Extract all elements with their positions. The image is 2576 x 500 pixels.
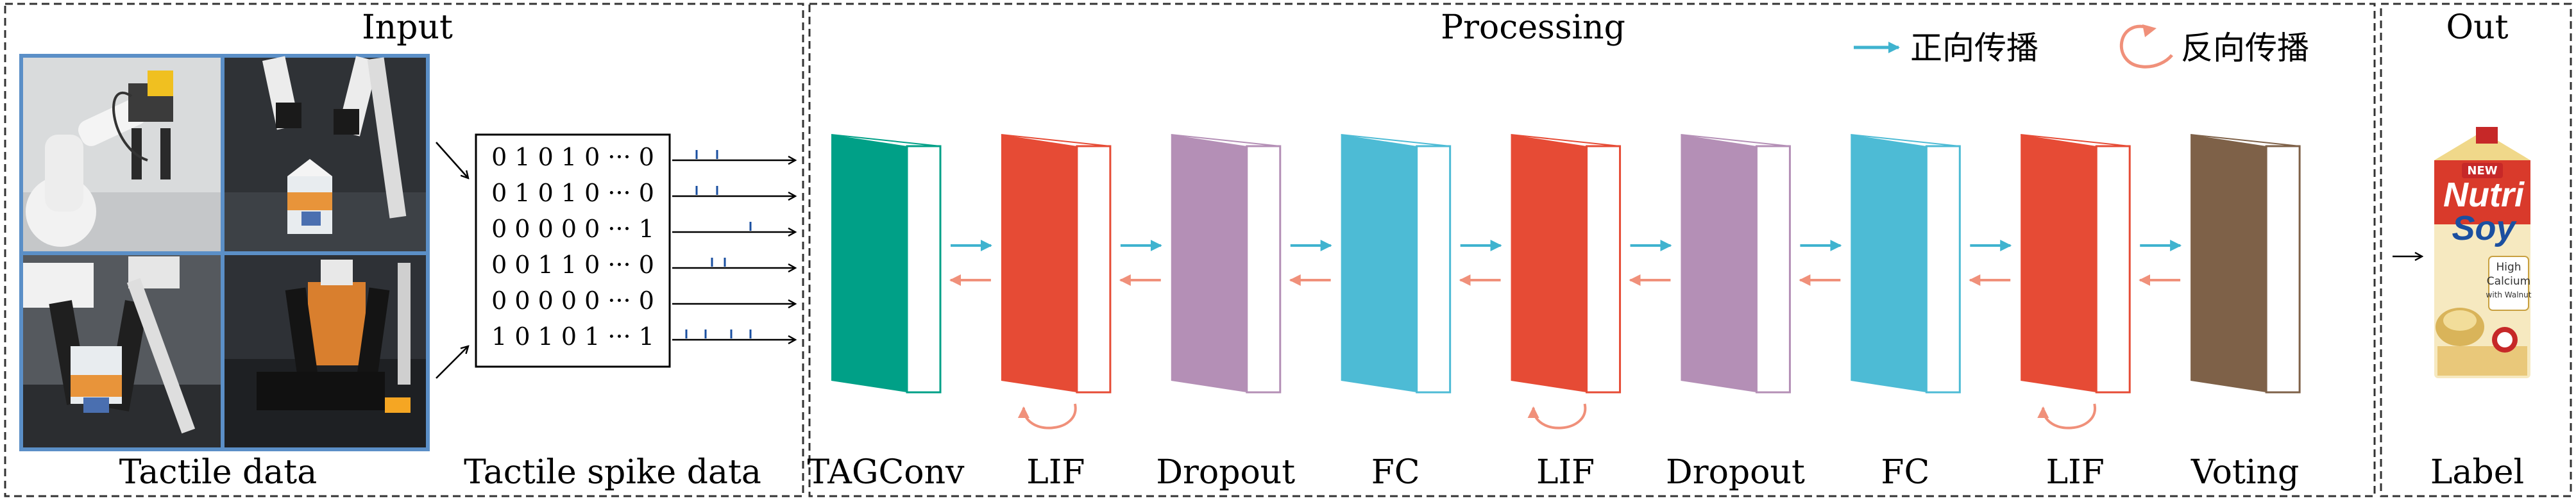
layer-front-face <box>1511 135 1587 392</box>
spike-trains <box>672 150 795 340</box>
layer-label: Voting <box>2190 453 2299 492</box>
output-label: Label <box>2430 453 2524 492</box>
layer-side-face <box>2095 145 2131 394</box>
spike-row-text: 0 1 0 1 0 ··· 0 <box>491 143 654 171</box>
out-title: Out <box>2446 8 2508 47</box>
lif-recurrent-loop <box>1017 403 1077 429</box>
brand-line2: Soy <box>2452 209 2517 247</box>
layer-label: TAGConv <box>808 453 965 492</box>
photo-to-spike-arrow-top <box>436 142 468 178</box>
layer-top-edge <box>1341 134 1450 147</box>
input-section-frame <box>4 3 804 497</box>
layer-side-face <box>1925 145 1961 394</box>
layer-label: LIF <box>1536 453 1595 492</box>
layer-block <box>1171 134 1282 394</box>
tag-walnut: with Walnut <box>2486 290 2532 299</box>
layer-top-edge <box>1001 134 1110 147</box>
layer-top-edge <box>2021 134 2130 147</box>
layer-block <box>1341 134 1452 394</box>
new-badge <box>2462 163 2503 178</box>
layer-label: Dropout <box>1666 453 1805 492</box>
layer-block <box>831 134 942 394</box>
layer-side-face <box>1246 145 1282 394</box>
layer-block <box>1511 134 1622 394</box>
layer-top-edge <box>1171 134 1280 147</box>
grasp-photo-2 <box>225 255 426 447</box>
tactile-spike-data-label: Tactile spike data <box>464 453 761 492</box>
layer-front-face <box>2021 135 2097 392</box>
layer-front-face <box>1171 135 1247 392</box>
spike-data-box <box>475 133 671 368</box>
layer-stack <box>831 134 2301 394</box>
tag-high: High <box>2496 261 2521 274</box>
layer-side-face <box>2265 145 2301 394</box>
layer-top-edge <box>1511 134 1620 147</box>
processing-title: Processing <box>1441 8 1625 47</box>
soy-milk-carton-image: NEW Nutri Soy High Calcium with Walnut <box>2434 127 2532 378</box>
legend-backward-icon <box>2119 24 2173 69</box>
layer-front-face <box>1341 135 1417 392</box>
layer-front-face <box>2190 135 2267 392</box>
layer-block <box>1681 134 1791 394</box>
spike-row-text: 0 0 0 0 0 ··· 1 <box>491 215 654 243</box>
legend: 正向传播 反向传播 <box>1854 24 2309 69</box>
layer-labels: TAGConv LIF Dropout FC LIF Dropout FC LIF Voting <box>808 453 2300 492</box>
layer-front-face <box>1001 135 1077 392</box>
propagation-arrows <box>949 240 2182 429</box>
layer-label: FC <box>1371 453 1420 492</box>
spike-rows: 0 1 0 1 0 ··· 0 0 1 0 1 0 ··· 0 0 0 0 0 0 … <box>491 143 654 351</box>
photo-to-spike-arrow-bottom <box>436 346 468 379</box>
layer-block <box>2190 134 2301 394</box>
layer-block <box>2021 134 2131 394</box>
legend-backward-label: 反向传播 <box>2181 29 2309 67</box>
layer-block <box>1851 134 1961 394</box>
tactile-photo-panel <box>19 54 430 451</box>
layer-top-edge <box>2190 134 2300 147</box>
layer-side-face <box>1076 145 1112 394</box>
layer-label: LIF <box>2046 453 2105 492</box>
layer-side-face <box>1586 145 1622 394</box>
layer-label: LIF <box>1026 453 1085 492</box>
grasp-photo-1 <box>23 255 221 447</box>
new-badge-text: NEW <box>2467 164 2497 178</box>
spike-row-text: 0 0 1 1 0 ··· 0 <box>491 251 654 279</box>
layer-label: FC <box>1881 453 1929 492</box>
layer-top-edge <box>1851 134 1960 147</box>
lif-recurrent-loop <box>2037 403 2096 429</box>
layer-front-face <box>831 135 907 392</box>
processing-section-frame <box>808 3 2376 497</box>
layer-side-face <box>906 145 942 394</box>
spike-row-text: 0 1 0 1 0 ··· 0 <box>491 179 654 207</box>
layer-label: Dropout <box>1156 453 1295 492</box>
input-title: Input <box>362 8 453 47</box>
legend-forward-label: 正向传播 <box>1910 29 2038 67</box>
lif-recurrent-loop <box>1527 403 1587 429</box>
layer-block <box>1001 134 1112 394</box>
gripper-carton-photo <box>225 56 426 251</box>
spike-row-text: 0 0 0 0 0 ··· 0 <box>491 287 654 315</box>
layer-front-face <box>1681 135 1757 392</box>
layer-side-face <box>1416 145 1452 394</box>
layer-side-face <box>1755 145 1791 394</box>
layer-front-face <box>1851 135 1927 392</box>
tactile-data-label: Tactile data <box>119 453 317 492</box>
brand-line1: Nutri <box>2443 176 2525 214</box>
layer-top-edge <box>831 134 941 147</box>
spike-row-text: 1 0 1 0 1 ··· 1 <box>491 322 654 351</box>
layer-top-edge <box>1681 134 1790 147</box>
robot-arm-photo <box>23 58 221 251</box>
tag-calcium: Calcium <box>2487 275 2530 288</box>
